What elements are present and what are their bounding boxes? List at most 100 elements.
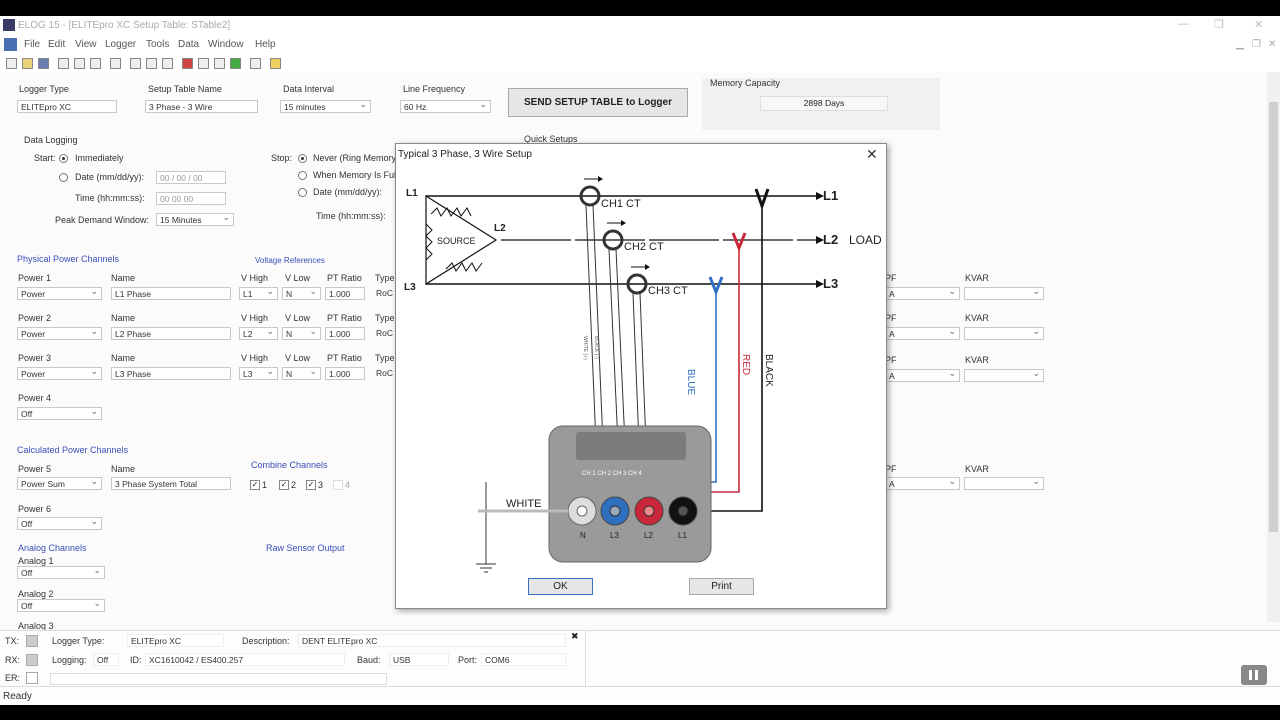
minimize-icon[interactable]: — [1178,18,1189,30]
power3-ct-type[interactable]: RoC [376,368,394,378]
menu-window[interactable]: Window [208,39,244,50]
save-icon[interactable] [38,58,49,69]
power3-name-field[interactable]: L3 Phase [111,367,231,380]
power2-vlow-select[interactable]: N [282,327,321,340]
start-immediately-radio[interactable] [59,154,68,163]
combine-check-1[interactable]: ✓ [250,480,260,490]
power4-select[interactable]: Off [17,407,102,420]
status-logger-type-label: Logger Type: [52,636,105,646]
copy-icon[interactable] [74,58,85,69]
power1-vhigh-select[interactable]: L1 [239,287,278,300]
power5-select[interactable]: Power Sum [17,477,102,490]
paste-icon[interactable] [90,58,101,69]
power3-type-select[interactable]: Power [17,367,102,380]
mdi-restore-icon[interactable]: ❐ [1252,39,1261,50]
print-icon[interactable] [110,58,121,69]
pause-icon[interactable] [1241,665,1267,685]
power6-select[interactable]: Off [17,517,102,530]
print-button[interactable]: Print [689,578,754,595]
power2-name-field[interactable]: L2 Phase [111,327,231,340]
power1-name-field[interactable]: L1 Phase [111,287,231,300]
menu-edit[interactable]: Edit [48,39,66,50]
menu-tools[interactable]: Tools [146,39,170,50]
combine-check-4[interactable] [333,480,343,490]
power3-vhigh-select[interactable]: L3 [239,367,278,380]
mdi-close-icon[interactable]: ✕ [1268,39,1277,50]
help-icon[interactable] [270,58,281,69]
power1-pt-field[interactable]: 1.000 [325,287,365,300]
pin-icon[interactable]: ✖ [571,631,579,641]
connect-icon[interactable] [182,58,193,69]
menu-data[interactable]: Data [178,39,200,50]
kvar-select-3[interactable] [964,369,1044,382]
close-icon[interactable]: ✕ [1254,19,1264,31]
vertical-scrollbar[interactable] [1267,72,1280,622]
list-icon[interactable] [162,58,173,69]
pf-select-5[interactable]: A [885,477,960,490]
redo-icon[interactable] [146,58,157,69]
menu-help[interactable]: Help [255,39,276,50]
restore-icon[interactable]: ❐ [1214,19,1224,31]
description-field: DENT ELITEpro XC [298,634,566,647]
freq-select[interactable]: 60 Hz [400,100,491,113]
status-logger-type: ELITEpro XC [127,634,224,647]
combine-check-2[interactable]: ✓ [279,480,289,490]
dialog-title: Typical 3 Phase, 3 Wire Setup [398,149,532,160]
start-time-field[interactable]: 00 00 00 [156,192,226,205]
ok-button[interactable]: OK [528,578,593,595]
analog2-label: Analog 2 [18,589,54,599]
power3-vlow-select[interactable]: N [282,367,321,380]
new-icon[interactable] [6,58,17,69]
cut-icon[interactable] [58,58,69,69]
graph-icon[interactable] [250,58,261,69]
power5-name-field[interactable]: 3 Phase System Total [111,477,231,490]
logger-type-field[interactable]: ELITEpro XC [17,100,117,113]
power3-pt-field[interactable]: 1.000 [325,367,365,380]
send-setup-button[interactable]: SEND SETUP TABLE to Logger [508,88,688,117]
diagram-label-ch1: CH1 CT [601,198,641,210]
combine-check-3[interactable]: ✓ [306,480,316,490]
stop-date-radio[interactable] [298,188,307,197]
stop-never-label: Never (Ring Memory) [313,153,400,163]
analog1-select[interactable]: Off [17,566,105,579]
power1-type-header: Type [375,273,395,283]
pf-header-1: PF [885,273,897,283]
pf-select-1[interactable]: A [885,287,960,300]
kvar-select-2[interactable] [964,327,1044,340]
undo-icon[interactable] [130,58,141,69]
power2-vhigh-select[interactable]: L2 [239,327,278,340]
start-date-field[interactable]: 00 / 00 / 00 [156,171,226,184]
download-icon[interactable] [230,58,241,69]
pf-header-2: PF [885,313,897,323]
stop-full-radio[interactable] [298,171,307,180]
power2-type-select[interactable]: Power [17,327,102,340]
table-name-field[interactable]: 3 Phase - 3 Wire [145,100,258,113]
pf-select-3[interactable]: A [885,369,960,382]
peak-demand-select[interactable]: 15 Minutes [156,213,234,226]
interval-select[interactable]: 15 minutes [280,100,371,113]
stop-label: Stop: [271,153,293,163]
diagram-label-load-l3: L3 [823,276,839,291]
menu-file[interactable]: File [24,39,41,50]
power2-ct-type[interactable]: RoC [376,328,394,338]
stop-never-radio[interactable] [298,154,307,163]
menu-logger[interactable]: Logger [105,39,137,50]
scroll-thumb[interactable] [1269,102,1278,532]
analog2-select[interactable]: Off [17,599,105,612]
power5-label: Power 5 [18,464,52,474]
table-name-label: Setup Table Name [148,84,222,94]
power2-pt-field[interactable]: 1.000 [325,327,365,340]
dialog-close-icon[interactable]: ✕ [866,146,878,162]
power1-vlow-select[interactable]: N [282,287,321,300]
start-date-radio[interactable] [59,173,68,182]
kvar-select-5[interactable] [964,477,1044,490]
power1-ct-type[interactable]: RoC [376,288,394,298]
mdi-minimize-icon[interactable]: ▁ [1236,39,1244,50]
open-icon[interactable] [22,58,33,69]
power1-type-select[interactable]: Power [17,287,102,300]
report-icon[interactable] [214,58,225,69]
menu-view[interactable]: View [75,39,97,50]
kvar-select-1[interactable] [964,287,1044,300]
stop-icon[interactable] [198,58,209,69]
pf-select-2[interactable]: A [885,327,960,340]
